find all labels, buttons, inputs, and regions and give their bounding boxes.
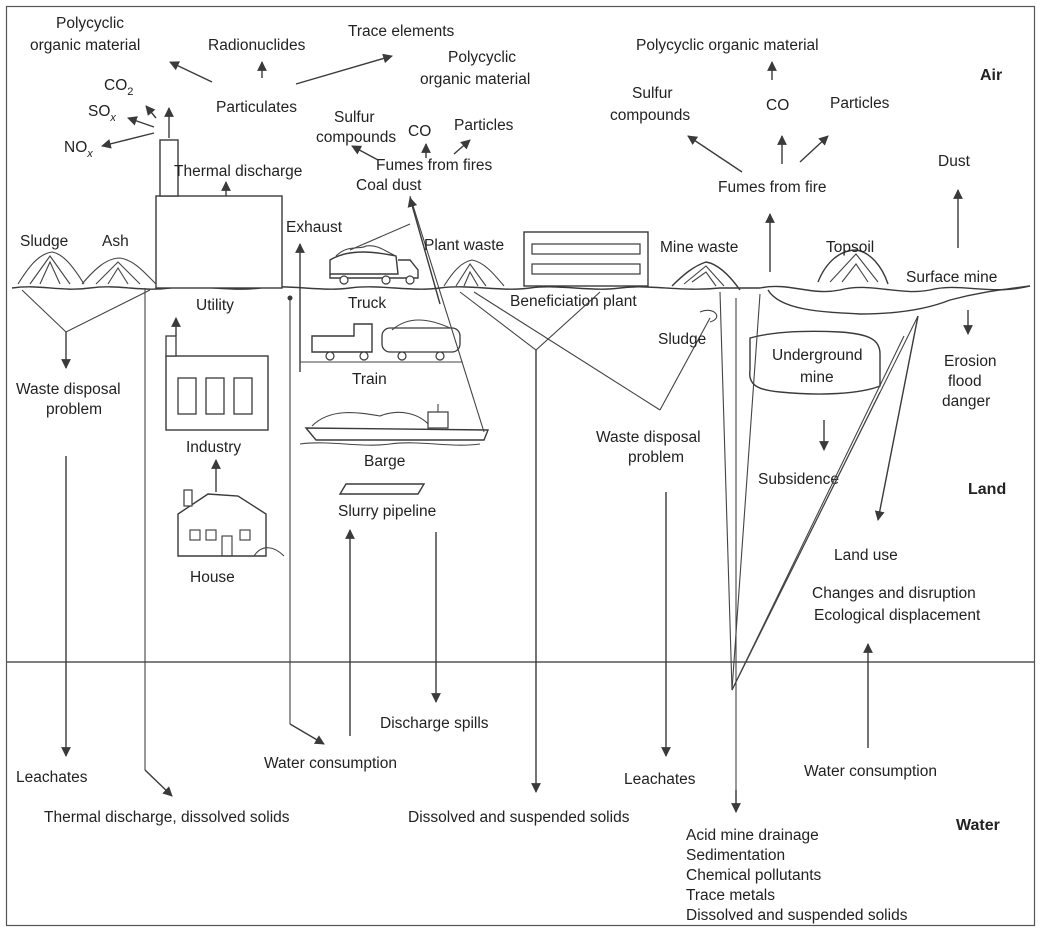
ash-pile <box>81 257 157 285</box>
sludge-pile <box>17 251 85 285</box>
coal-dust-label: Coal dust <box>356 177 422 194</box>
ash-label: Ash <box>102 233 129 250</box>
beneficiation-plant-label: Beneficiation plant <box>510 293 637 310</box>
fumes-from-fire-label: Fumes from fire <box>718 179 827 196</box>
house-drawing <box>177 489 285 557</box>
thermal-water-label: Thermal discharge, dissolved solids <box>44 809 290 826</box>
topsoil-label: Topsoil <box>826 239 874 256</box>
train-label: Train <box>352 371 387 388</box>
mine-waste-label: Mine waste <box>660 239 738 256</box>
leachates-left-label: Leachates <box>16 769 88 786</box>
exhaust-label: Exhaust <box>286 219 343 236</box>
sulfur-compounds-2: compounds <box>316 129 396 146</box>
acid-list-4: Trace metals <box>686 887 775 904</box>
house-label: House <box>190 569 235 586</box>
underground-mine-label-2: mine <box>800 369 834 386</box>
ecological-label: Ecological displacement <box>814 607 981 624</box>
plant-waste-label: Plant waste <box>424 237 504 254</box>
subsidence-label: Subsidence <box>758 471 839 488</box>
co2-label: CO2 <box>104 77 133 98</box>
water-consumption-right-label: Water consumption <box>804 763 937 780</box>
acid-list-3: Chemical pollutants <box>686 867 822 884</box>
thermal-discharge-label: Thermal discharge <box>174 163 302 180</box>
barge-drawing <box>299 404 490 446</box>
co-mine-label: CO <box>766 97 789 114</box>
truck-label: Truck <box>348 295 386 312</box>
acid-list-5: Dissolved and suspended solids <box>686 907 908 924</box>
acid-list-1: Acid mine drainage <box>686 827 819 844</box>
waste-disposal-plant-2: problem <box>628 449 684 466</box>
waste-disposal-plant-1: Waste disposal <box>596 429 701 446</box>
plant-waste-pile <box>443 259 505 287</box>
dust-label: Dust <box>938 153 971 170</box>
beneficiation-plant-drawing <box>523 231 649 287</box>
erosion-label-1: Erosion <box>944 353 997 370</box>
particulates-label: Particulates <box>216 99 297 116</box>
truck-drawing <box>329 245 419 285</box>
changes-label: Changes and disruption <box>812 585 976 602</box>
barge-label: Barge <box>364 453 405 470</box>
leachates-right-label: Leachates <box>624 771 696 788</box>
utility-label: Utility <box>196 297 234 314</box>
zone-water-label: Water <box>956 817 1000 834</box>
surface-mine-label: Surface mine <box>906 269 997 286</box>
erosion-label-3: danger <box>942 393 990 410</box>
sulfur-mine-2: compounds <box>610 107 690 124</box>
erosion-label-2: flood <box>948 373 982 390</box>
utility-building <box>155 195 283 289</box>
waste-disposal-left-1: Waste disposal <box>16 381 121 398</box>
discharge-spills-label: Discharge spills <box>380 715 489 732</box>
diagram-border <box>5 5 1036 927</box>
land-use-label: Land use <box>834 547 898 564</box>
co-transport-label: CO <box>408 123 431 140</box>
zone-air-label: Air <box>980 67 1002 84</box>
sulfur-compounds-1: Sulfur <box>334 109 375 126</box>
sludge-ash-funnel <box>21 289 151 333</box>
water-consumption-left-label: Water consumption <box>264 755 397 772</box>
sludge-plant-label: Sludge <box>658 331 706 348</box>
industry-label: Industry <box>186 439 241 456</box>
underground-mine-label-1: Underground <box>772 347 862 364</box>
radionuclides-label: Radionuclides <box>208 37 306 54</box>
mine-waste-pile <box>671 261 741 323</box>
slurry-pipeline-label: Slurry pipeline <box>338 503 436 520</box>
sludge-label: Sludge <box>20 233 68 250</box>
polycyclic-right-2: organic material <box>420 71 530 88</box>
particles-transport-label: Particles <box>454 117 514 134</box>
surface-mine-pit <box>767 249 1031 315</box>
polycyclic-right-1: Polycyclic <box>448 49 516 66</box>
utility-stack <box>159 139 179 197</box>
train-drawing <box>300 319 462 363</box>
trace-elements-label: Trace elements <box>348 23 454 40</box>
particles-mine-label: Particles <box>830 95 890 112</box>
zone-land-label: Land <box>968 481 1006 498</box>
sulfur-mine-1: Sulfur <box>632 85 673 102</box>
polycyclic-left-1: Polycyclic <box>56 15 124 32</box>
acid-list-2: Sedimentation <box>686 847 785 864</box>
polycyclic-left-2: organic material <box>30 37 140 54</box>
industry-building <box>165 335 269 431</box>
fumes-from-fires-label: Fumes from fires <box>376 157 493 174</box>
sox-label: SOx <box>88 103 116 124</box>
slurry-pipeline-drawing <box>338 483 426 495</box>
dissolved-mid-label: Dissolved and suspended solids <box>408 809 630 826</box>
polycyclic-mine-label: Polycyclic organic material <box>636 37 819 54</box>
nox-label: NOx <box>64 139 93 160</box>
waste-disposal-left-2: problem <box>46 401 102 418</box>
